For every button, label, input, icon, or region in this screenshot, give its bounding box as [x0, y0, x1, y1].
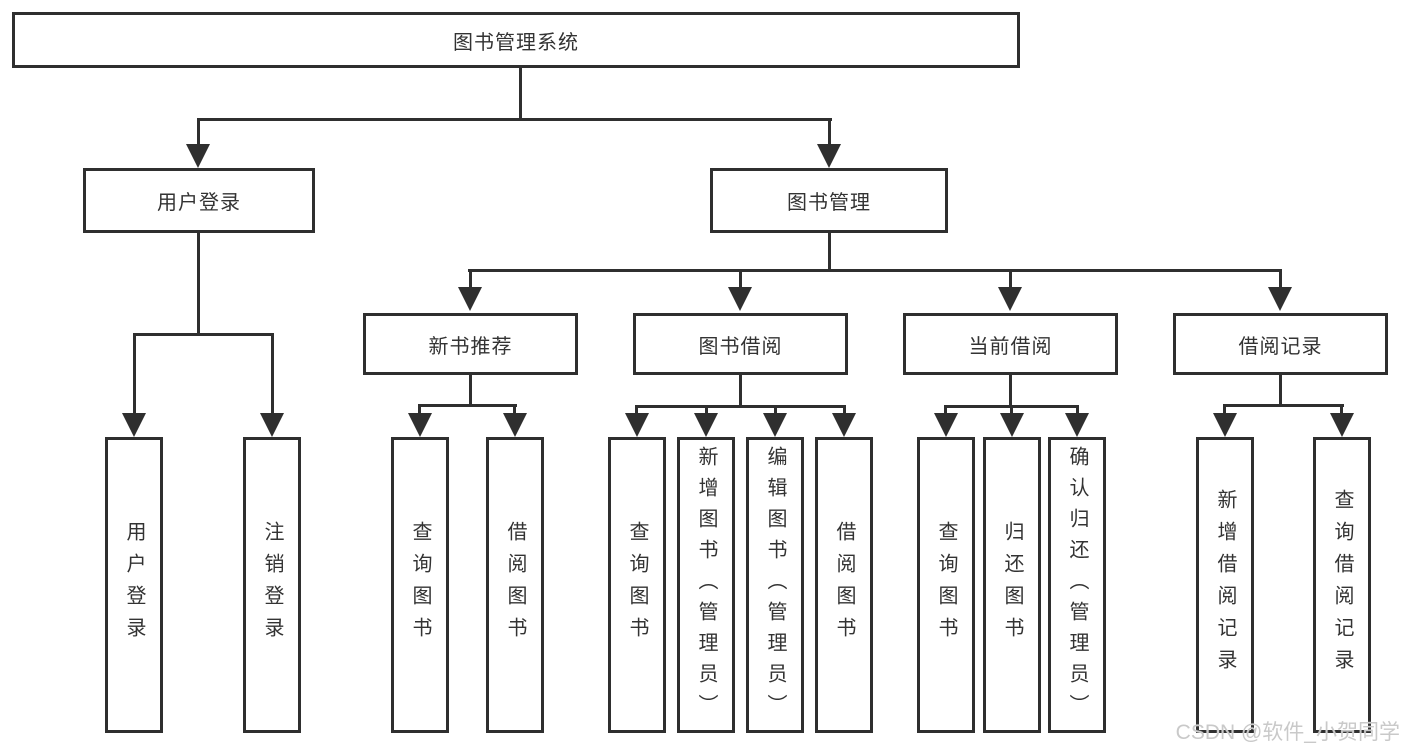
arrowhead	[998, 287, 1022, 311]
node-new-book-recommend: 新书推荐	[363, 313, 578, 375]
arrowhead	[694, 413, 718, 437]
node-new-book-recommend-label: 新书推荐	[428, 335, 513, 358]
leaf-rec-borrow-books: 借阅图书	[486, 437, 544, 733]
node-user-login-label: 用户登录	[157, 192, 241, 214]
arrowhead	[817, 144, 841, 168]
leaf-confirm-return-admin: 确认归还（管理员）	[1048, 437, 1106, 733]
arrowhead	[1213, 413, 1237, 437]
connector	[944, 405, 947, 416]
arrowhead	[1330, 413, 1354, 437]
connector	[828, 233, 831, 271]
leaf-bb-borrow-books: 借阅图书	[815, 437, 873, 733]
node-current-borrowing-label: 当前借阅	[968, 335, 1053, 358]
connector	[828, 118, 831, 146]
connector	[774, 405, 777, 416]
arrowhead	[1065, 413, 1089, 437]
node-library-system: 图书管理系统	[12, 12, 1020, 68]
leaf-bb-borrow-books-label: 借阅图书	[833, 521, 855, 649]
connector	[197, 118, 200, 146]
leaf-query-borrow-record: 查询借阅记录	[1313, 437, 1371, 733]
connector	[1010, 405, 1013, 416]
leaf-return-books: 归还图书	[983, 437, 1041, 733]
connector	[1009, 269, 1012, 288]
arrowhead	[763, 413, 787, 437]
arrowhead	[934, 413, 958, 437]
connector	[519, 68, 522, 121]
leaf-edit-book-admin-label: 编辑图书（管理员）	[764, 445, 786, 725]
connector	[1340, 404, 1343, 416]
connector	[739, 269, 742, 288]
connector	[469, 269, 472, 288]
leaf-add-borrow-record: 新增借阅记录	[1196, 437, 1254, 733]
arrowhead	[186, 144, 210, 168]
leaf-return-books-label: 归还图书	[1001, 521, 1023, 649]
connector	[635, 405, 846, 408]
connector	[1009, 375, 1012, 407]
csdn-watermark: CSDN @软件_小贺同学	[1175, 721, 1400, 744]
node-current-borrowing: 当前借阅	[903, 313, 1118, 375]
node-book-management-label: 图书管理	[787, 192, 871, 214]
arrowhead	[832, 413, 856, 437]
connector	[271, 333, 274, 415]
node-book-borrowing: 图书借阅	[633, 313, 848, 375]
connector	[133, 333, 136, 415]
connector	[468, 269, 1282, 272]
arrowhead	[260, 413, 284, 437]
leaf-user-login: 用户登录	[105, 437, 163, 733]
connector	[1223, 404, 1226, 416]
leaf-add-book-admin: 新增图书（管理员）	[677, 437, 735, 733]
connector	[197, 233, 200, 335]
connector	[133, 333, 274, 336]
arrowhead	[122, 413, 146, 437]
leaf-rec-query-books: 查询图书	[391, 437, 449, 733]
connector	[1223, 404, 1344, 407]
node-book-borrowing-label: 图书借阅	[698, 335, 783, 358]
connector	[469, 375, 472, 407]
leaf-rec-borrow-books-label: 借阅图书	[504, 521, 526, 649]
leaf-add-book-admin-label: 新增图书（管理员）	[695, 445, 717, 725]
leaf-user-login-label: 用户登录	[123, 521, 145, 649]
connector	[513, 404, 516, 416]
leaf-logout-label: 注销登录	[261, 521, 283, 649]
node-user-login: 用户登录	[83, 168, 315, 233]
leaf-cb-query-books: 查询图书	[917, 437, 975, 733]
connector	[418, 404, 517, 407]
connector	[843, 405, 846, 416]
leaf-cb-query-books-label: 查询图书	[935, 521, 957, 649]
connector	[635, 405, 638, 416]
leaf-bb-query-books: 查询图书	[608, 437, 666, 733]
connector	[1076, 405, 1079, 416]
leaf-bb-query-books-label: 查询图书	[626, 521, 648, 649]
arrowhead	[1268, 287, 1292, 311]
arrowhead	[625, 413, 649, 437]
node-book-management: 图书管理	[710, 168, 948, 233]
leaf-edit-book-admin: 编辑图书（管理员）	[746, 437, 804, 733]
node-borrow-records-label: 借阅记录	[1238, 335, 1323, 358]
leaf-confirm-return-admin-label: 确认归还（管理员）	[1066, 445, 1088, 725]
arrowhead	[503, 413, 527, 437]
connector	[705, 405, 708, 416]
arrowhead	[728, 287, 752, 311]
leaf-query-borrow-record-label: 查询借阅记录	[1331, 489, 1353, 681]
leaf-logout: 注销登录	[243, 437, 301, 733]
node-library-system-label: 图书管理系统	[453, 31, 579, 54]
arrowhead	[1000, 413, 1024, 437]
connector	[739, 375, 742, 407]
node-borrow-records: 借阅记录	[1173, 313, 1388, 375]
connector	[197, 118, 832, 121]
connector	[418, 404, 421, 416]
leaf-add-borrow-record-label: 新增借阅记录	[1214, 489, 1236, 681]
connector	[1279, 375, 1282, 407]
arrowhead	[458, 287, 482, 311]
leaf-rec-query-books-label: 查询图书	[409, 521, 431, 649]
connector	[1279, 269, 1282, 288]
arrowhead	[408, 413, 432, 437]
